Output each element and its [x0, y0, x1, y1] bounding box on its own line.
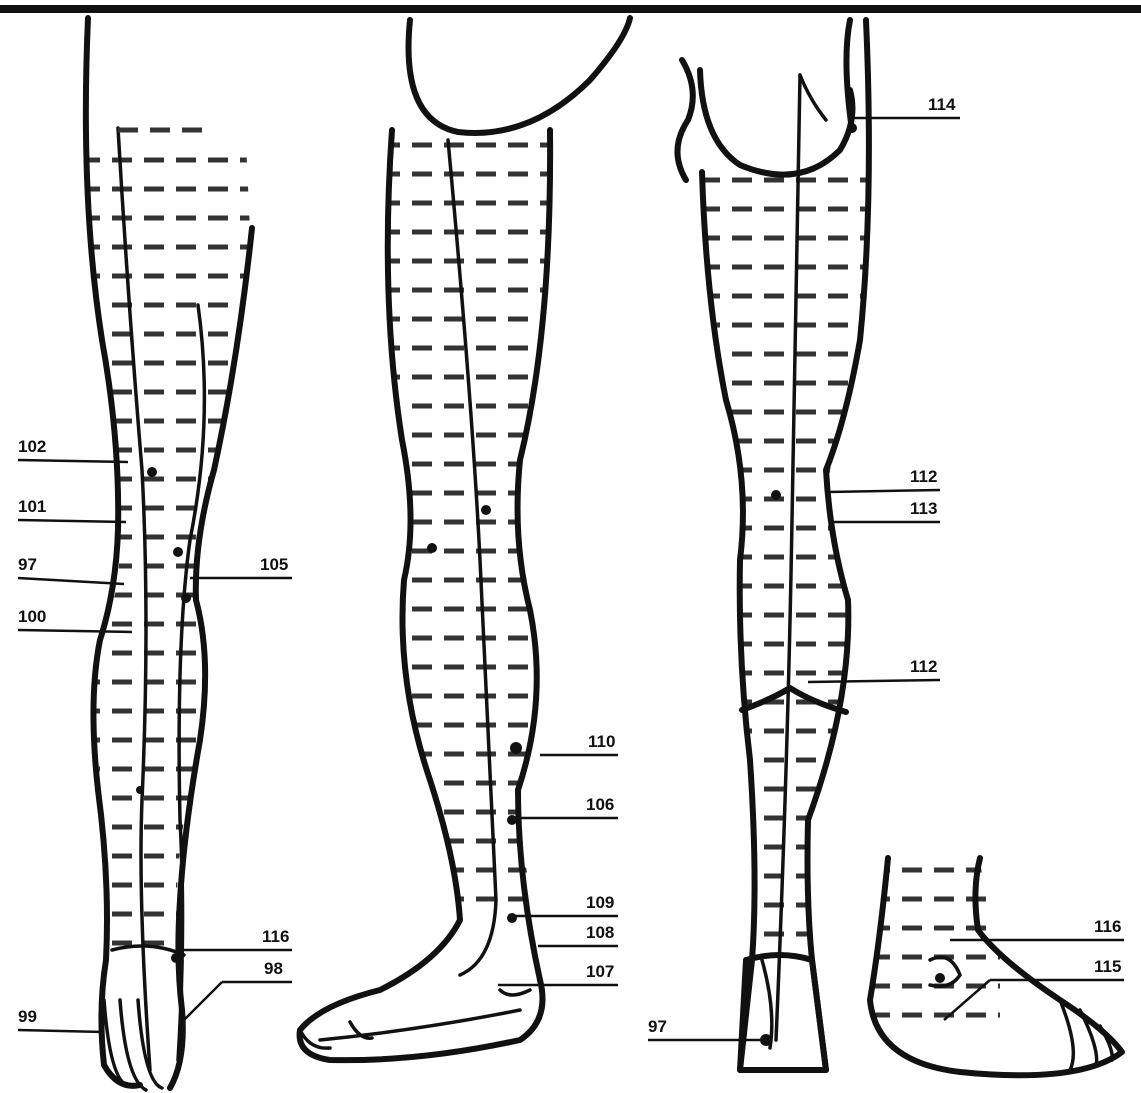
foot-ankle-bone: [930, 957, 960, 986]
leader-112: [828, 490, 940, 492]
hip-arc: [409, 18, 630, 133]
point-marker: [760, 1034, 772, 1046]
side-leg-meridian-line: [448, 140, 496, 975]
label-99: 99: [18, 1007, 37, 1026]
label-116-foot: 116: [1094, 917, 1121, 936]
point-marker: [171, 953, 181, 963]
label-98: 98: [264, 959, 283, 978]
label-101: 101: [18, 497, 46, 516]
leader-100: [18, 630, 132, 632]
leader-99: [18, 1030, 104, 1032]
point-marker: [427, 543, 437, 553]
back-leg-meridian-hook: [800, 75, 826, 120]
front-leg-ankle: [112, 946, 184, 955]
label-108: 108: [586, 923, 614, 942]
front-leg-view: [80, 18, 260, 1090]
point-marker: [481, 505, 491, 515]
label-97: 97: [18, 555, 37, 574]
point-marker: [507, 815, 517, 825]
point-marker: [147, 467, 157, 477]
side-leg-view: [300, 18, 630, 1060]
back-leg-view: [677, 20, 870, 1070]
front-leg-hatching: [80, 160, 260, 943]
label-102: 102: [18, 437, 46, 456]
point-marker: [507, 913, 517, 923]
point-marker: [173, 547, 183, 557]
point-marker: [847, 123, 857, 133]
point-marker: [136, 786, 144, 794]
leader-102: [18, 460, 128, 462]
side-leg-front-contour: [300, 130, 543, 1060]
point-marker: [181, 593, 191, 603]
front-leg-outer-contour: [86, 18, 140, 1086]
label-107: 107: [586, 962, 614, 981]
foot-contour: [870, 858, 1122, 1075]
foot-hatching: [870, 870, 1000, 1015]
back-leg-outer-contour: [702, 172, 755, 1070]
foot-view: [870, 858, 1122, 1075]
label-116: 116: [262, 927, 289, 946]
label-100: 100: [18, 607, 46, 626]
leader-101: [18, 520, 126, 522]
side-leg-hatching: [380, 145, 560, 899]
leader-97: [18, 578, 124, 584]
front-leg-meridian-line: [118, 128, 150, 1070]
label-97-heel: 97: [648, 1017, 667, 1036]
leader-112b: [808, 680, 940, 682]
side-leg-heel: [500, 990, 530, 995]
label-115: 115: [1094, 957, 1121, 976]
point-marker: [935, 973, 945, 983]
label-106: 106: [586, 795, 614, 814]
label-105: 105: [260, 555, 288, 574]
label-113: 113: [910, 499, 937, 518]
point-marker: [771, 490, 781, 500]
leader-98: [182, 982, 222, 1022]
label-112-knee: 112: [910, 657, 937, 676]
label-112: 112: [910, 467, 937, 486]
side-leg-back-contour: [518, 130, 551, 980]
label-109: 109: [586, 893, 614, 912]
point-marker: [510, 742, 522, 754]
back-leg-top-strand: [846, 20, 852, 130]
label-110: 110: [588, 732, 615, 751]
side-leg-sole: [300, 1010, 520, 1048]
label-114: 114: [928, 95, 956, 114]
